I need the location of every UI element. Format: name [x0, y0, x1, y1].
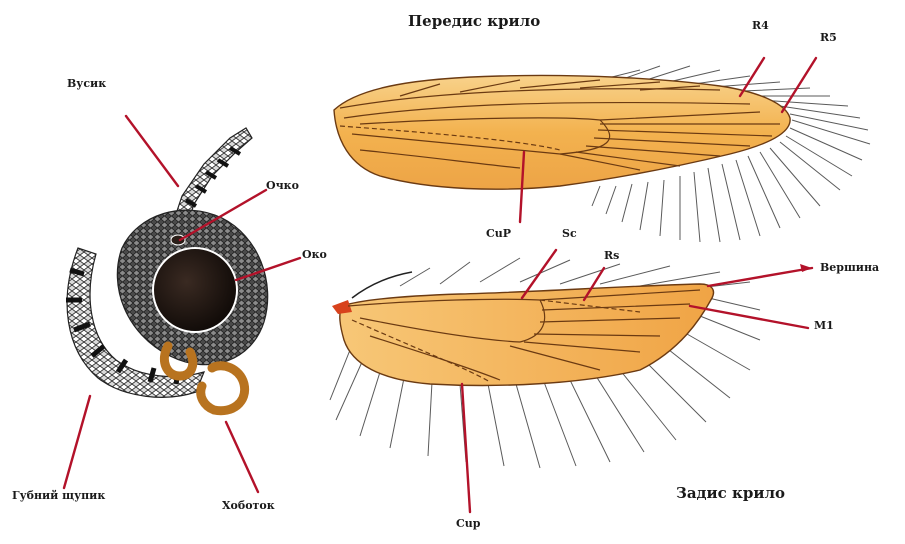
label-proboscis: Хоботок: [222, 500, 275, 511]
compound-eye: [153, 248, 237, 332]
pointer-antenna: [126, 116, 178, 186]
pointer-cup-hind: [462, 384, 470, 512]
label-r5: R5: [820, 32, 837, 43]
apex-arrowhead: [800, 264, 812, 272]
hindwing: [330, 258, 760, 468]
label-labial-palp: Губний щупик: [12, 490, 105, 501]
frenulum: [352, 272, 412, 298]
label-m1: M1: [814, 320, 834, 331]
label-rs: Rs: [604, 250, 619, 261]
label-apex: Вершина: [820, 262, 879, 273]
pointer-m1: [690, 306, 808, 328]
pointer-labial-palp: [64, 396, 90, 488]
label-ocellus: Очко: [266, 180, 299, 191]
label-eye: Око: [302, 249, 327, 260]
label-antenna: Вусик: [67, 78, 106, 89]
forewing-title: Передис крило: [408, 14, 540, 29]
label-sc: Sc: [562, 228, 577, 239]
forewing: [334, 66, 870, 242]
ocellus-dot: [171, 235, 185, 245]
pointer-proboscis: [226, 422, 258, 492]
label-r4: R4: [752, 20, 769, 31]
label-cup-hind: Cup: [456, 518, 480, 529]
label-cup-fore: CuP: [486, 228, 511, 239]
hindwing-title: Задис крило: [676, 486, 785, 501]
wing-base: [332, 300, 352, 314]
pointer-apex: [708, 268, 812, 286]
